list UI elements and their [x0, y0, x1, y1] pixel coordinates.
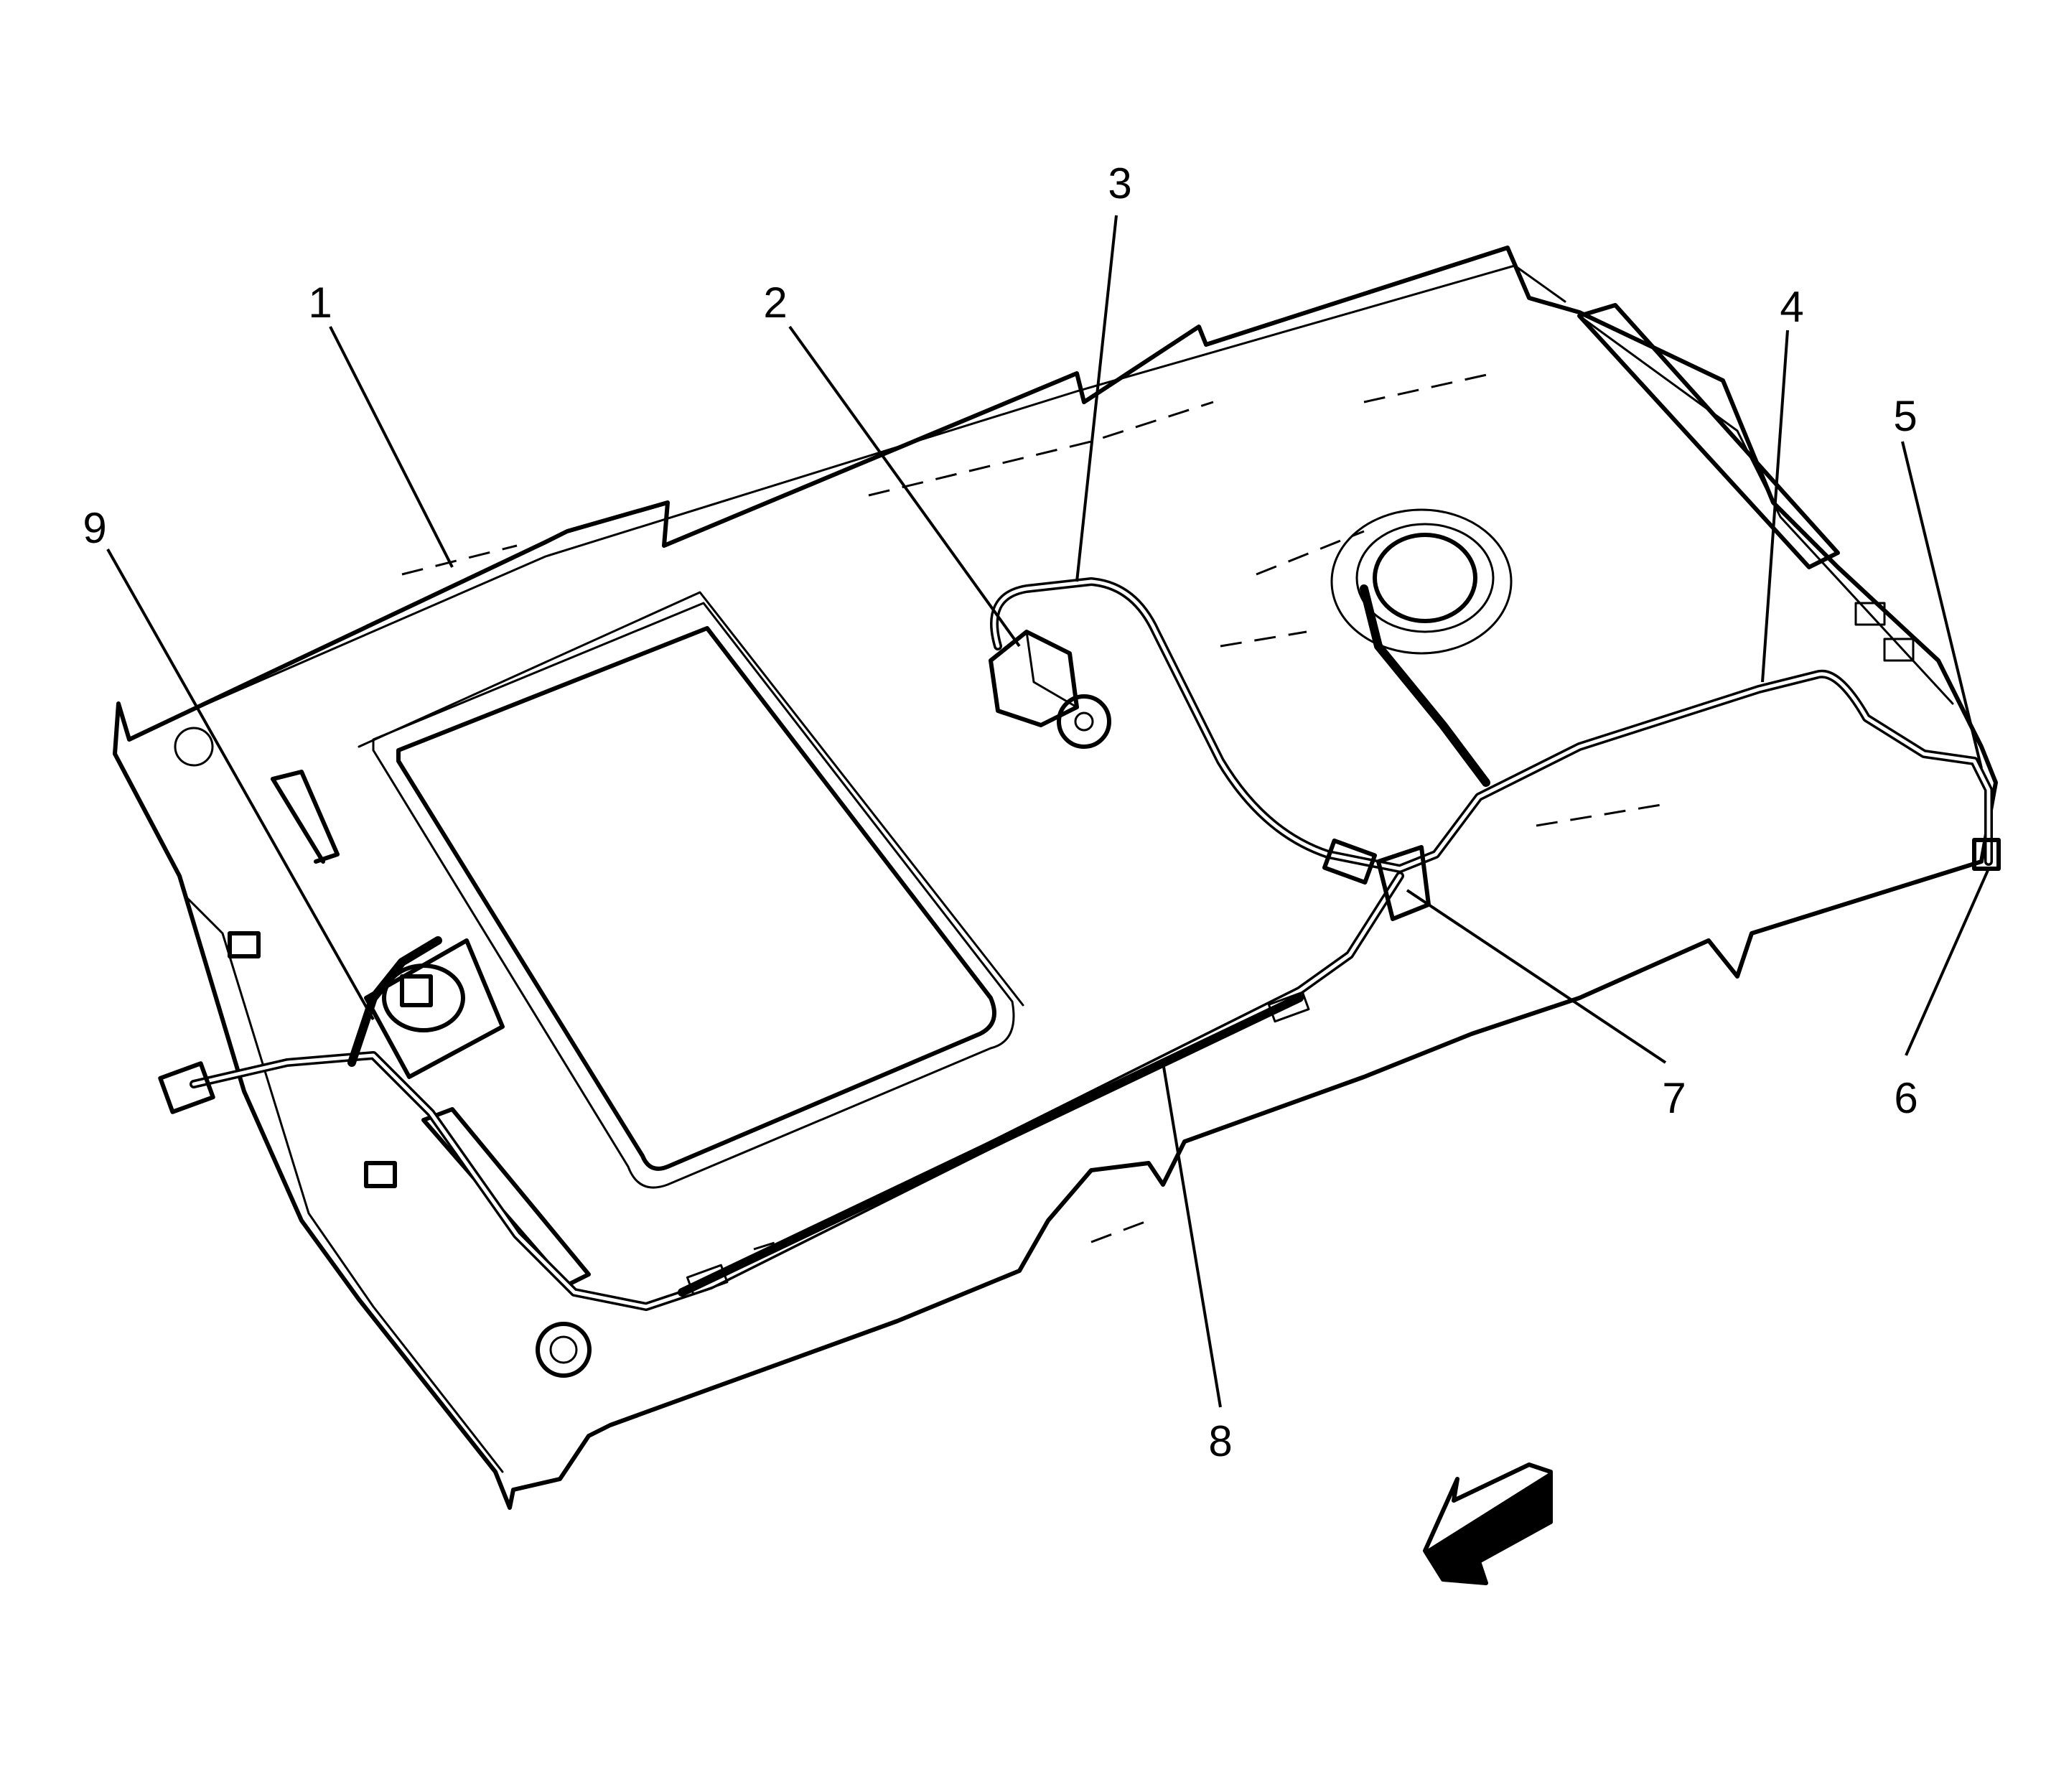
callout-3: 3	[1108, 159, 1131, 207]
callout-numbers: 1 2 3 4 5 6 7 8 9	[83, 159, 1917, 1465]
dome-lamp-opening	[1330, 508, 1513, 655]
headliner-panel	[113, 246, 1998, 1510]
callout-8: 8	[1208, 1417, 1232, 1465]
callout-9: 9	[83, 504, 106, 552]
callout-5: 5	[1893, 392, 1917, 440]
left-lamp-bracket	[364, 938, 505, 1079]
retainer-clips	[174, 727, 592, 1378]
sunroof-opening	[358, 591, 1024, 1189]
leader-lines	[106, 215, 1990, 1408]
module-component	[989, 630, 1111, 749]
callout-6: 6	[1894, 1074, 1917, 1122]
callout-4: 4	[1780, 283, 1803, 331]
front-arrow-icon	[1423, 1462, 1553, 1585]
callout-7: 7	[1662, 1074, 1686, 1122]
left-side-strip	[421, 1107, 591, 1287]
reference-dashes	[401, 372, 1666, 1251]
callout-2: 2	[763, 279, 787, 327]
assist-handle-left	[271, 770, 340, 864]
wiring-harness	[190, 577, 1993, 1311]
right-lamp-strip	[1577, 303, 1915, 662]
callout-1: 1	[308, 279, 332, 327]
connectors	[158, 838, 2001, 1296]
